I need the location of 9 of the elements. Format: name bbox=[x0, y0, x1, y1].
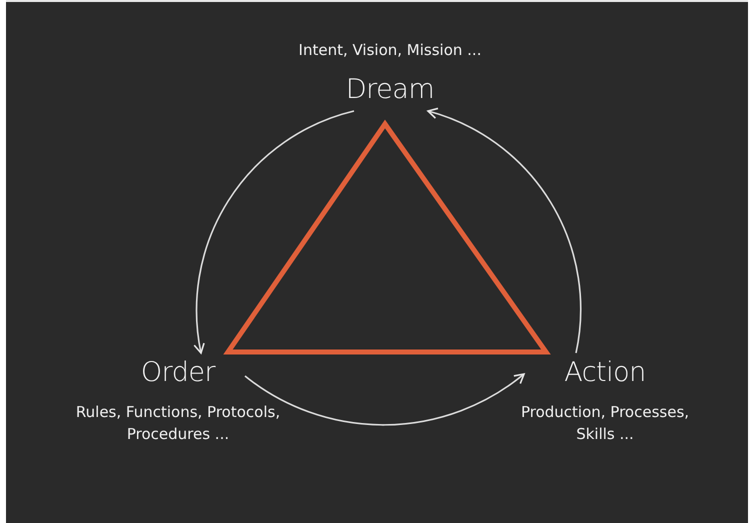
node-title: Order bbox=[140, 357, 216, 388]
node-caption: Production, Processes, Skills ... bbox=[520, 402, 690, 445]
curved-arrow bbox=[244, 373, 525, 426]
node-title: Dream bbox=[346, 74, 434, 105]
node-title: Action bbox=[564, 357, 646, 388]
curved-arrow bbox=[194, 110, 354, 354]
node-caption: Intent, Vision, Mission ... bbox=[298, 40, 482, 61]
curved-arrow bbox=[427, 108, 582, 354]
node-caption: Rules, Functions, Protocols, Procedures ... bbox=[74, 402, 282, 445]
